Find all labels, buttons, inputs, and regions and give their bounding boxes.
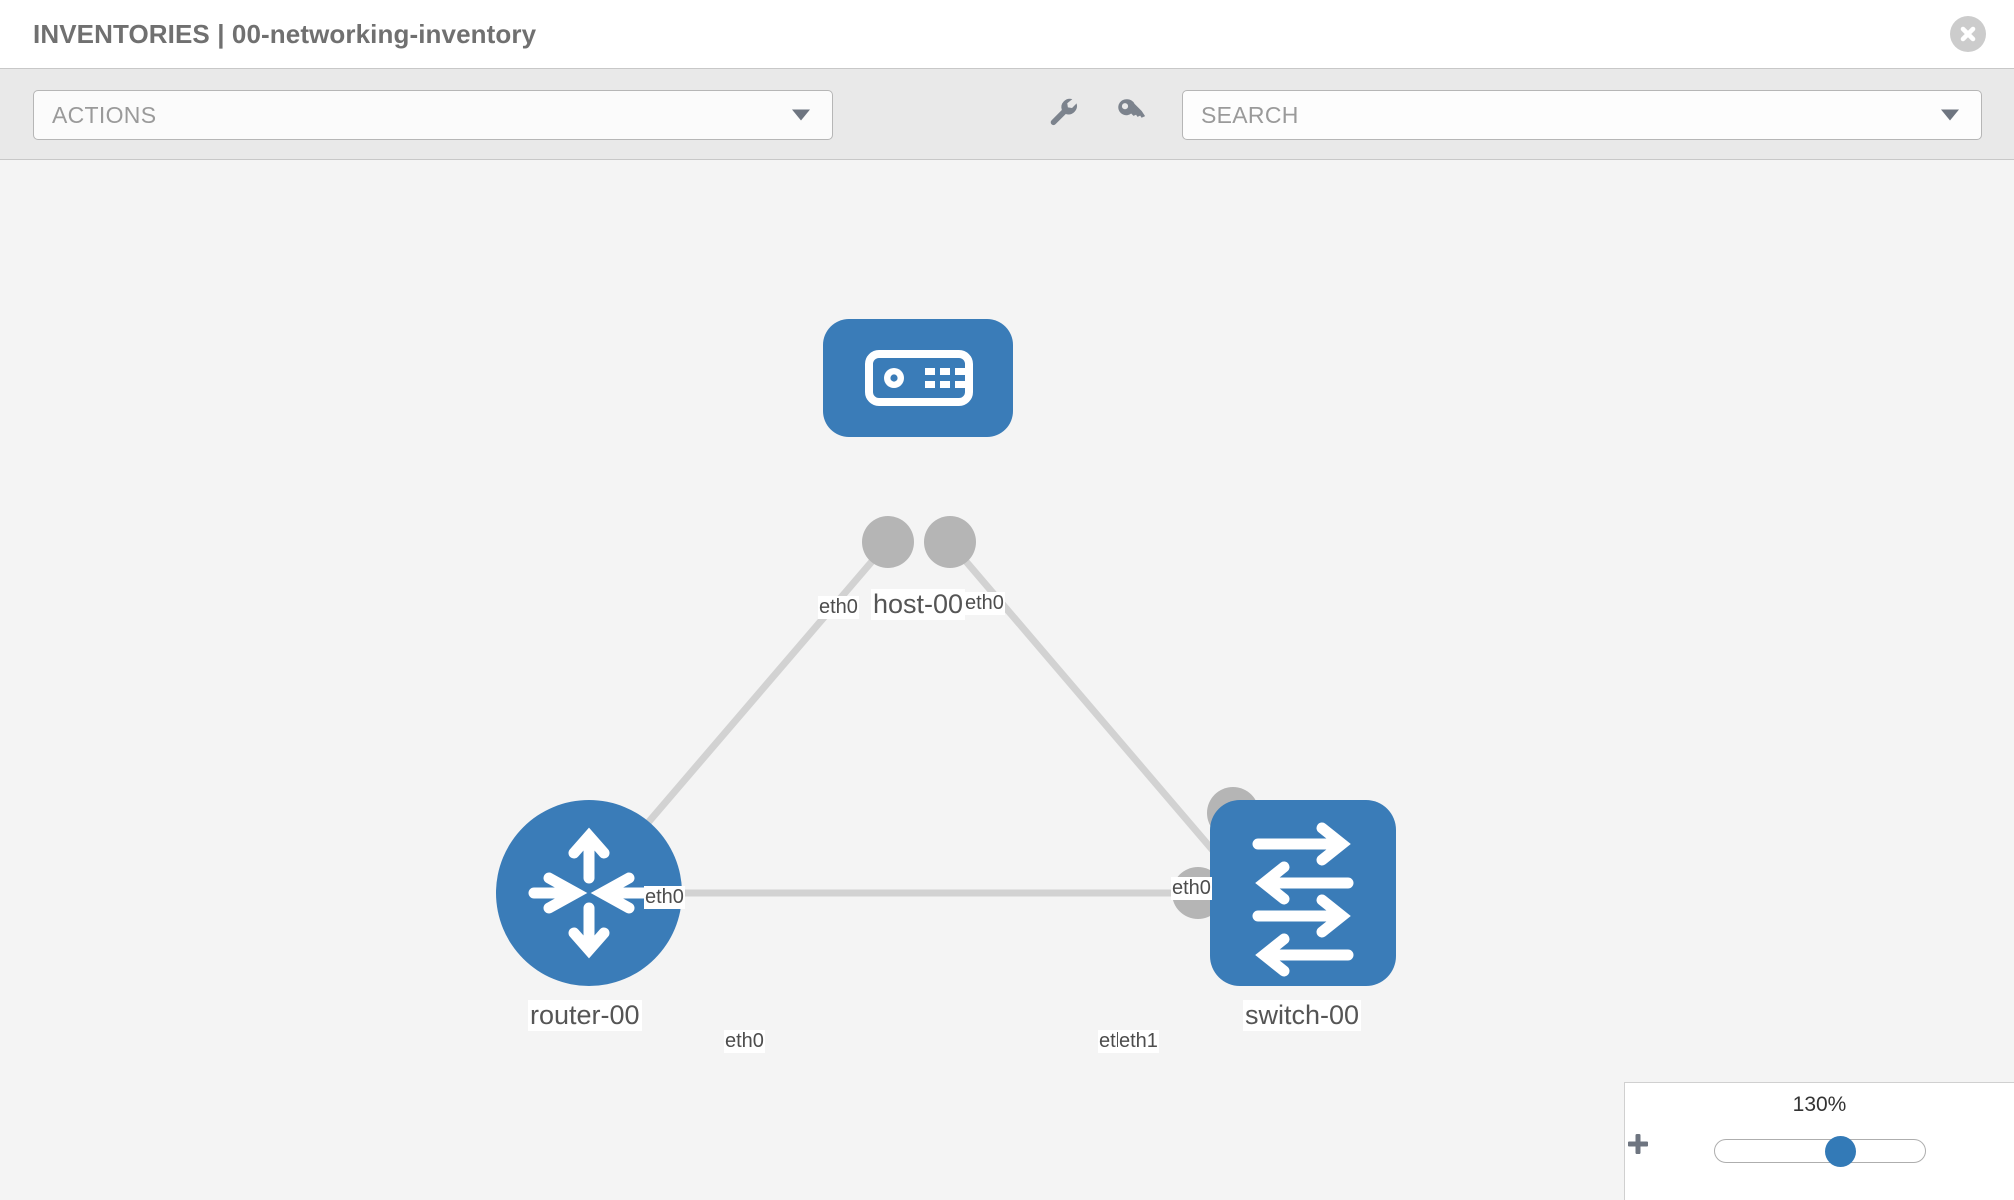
zoom-out-button[interactable] [1628,1134,1700,1168]
connector-host-right [924,516,976,568]
zoom-level-label: 130% [1792,1093,1847,1116]
switch-arrows-icon [1252,822,1354,977]
node-label-router-00: router-00 [528,1000,642,1032]
node-router-00[interactable] [496,800,682,986]
zoom-slider-thumb[interactable] [1825,1135,1856,1167]
toolbar: ACTIONS SEARCH [0,68,2014,160]
edge-label-switch-eth1: eth1 [1118,1030,1159,1053]
topology-graph [496,319,1396,986]
node-host-00[interactable] [823,319,1013,437]
wrench-button[interactable] [1046,95,1080,134]
router-arrows-icon [528,827,650,959]
zoom-slider[interactable] [1713,1135,1926,1167]
search-input-value: SEARCH [1201,101,1299,128]
edge-label-host-right: eth0 [964,592,1005,615]
node-label-switch-00: switch-00 [1243,1000,1362,1032]
server-icon [865,350,973,406]
page-title: INVENTORIES | 00-networking-inventory [33,18,537,49]
key-button[interactable] [1113,95,1147,134]
zoom-slider-row [1625,1131,2014,1171]
wrench-icon [1050,98,1077,126]
connector-host-left [862,516,914,568]
zoom-in-button[interactable] [1628,1134,1974,1168]
actions-dropdown[interactable]: ACTIONS [33,90,833,140]
edge-label-router-uplink: eth0 [644,886,685,909]
chevron-down-icon [1941,109,1959,121]
close-icon [1960,26,1976,42]
edge-label-router-eth0: eth0 [724,1030,765,1053]
chevron-down-icon [792,109,810,121]
key-icon [1118,99,1146,118]
close-button[interactable] [1950,16,1986,52]
node-label-host-00: host-00 [871,589,966,621]
search-input[interactable]: SEARCH [1182,90,1982,140]
edge-label-switch-uplink: eth0 [1171,877,1212,900]
actions-dropdown-label: ACTIONS [52,101,157,128]
topology-canvas[interactable]: eth0 eth0 eth0 eth0 eth0 eth0 eth1 host-… [0,160,2014,1200]
page-header: INVENTORIES | 00-networking-inventory [0,0,2014,68]
plus-icon [1628,1134,1648,1154]
node-switch-00[interactable] [1210,800,1396,986]
edge-label-host-left: eth0 [818,596,859,619]
zoom-control: 130% [1624,1082,2014,1200]
